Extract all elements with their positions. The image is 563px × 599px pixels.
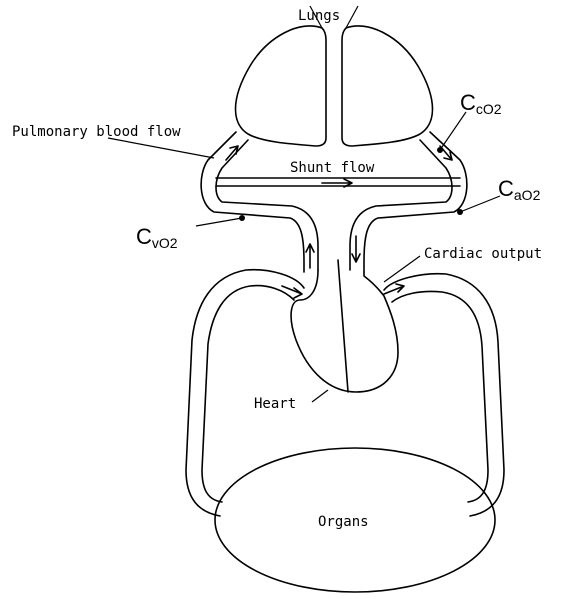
organs-label: Organs xyxy=(318,514,369,530)
cvo2-label: CvO2 xyxy=(136,224,178,251)
pulmonary-flow-leader xyxy=(108,138,214,158)
heart-arrow-right xyxy=(352,236,360,262)
trachea-right xyxy=(346,6,358,28)
cao2-leader xyxy=(460,196,500,212)
heart-arrow-left xyxy=(306,244,314,268)
systemic-left-inner xyxy=(202,286,294,502)
systemic-left-outer xyxy=(186,270,304,516)
systemic-right-outer xyxy=(384,274,504,516)
shunt-flow-label: Shunt flow xyxy=(290,160,375,176)
heart-outline xyxy=(291,270,398,392)
cco2-leader xyxy=(440,112,466,150)
right-lung xyxy=(342,26,433,146)
systemic-arrow-right xyxy=(384,284,404,294)
lungs-label: Lungs xyxy=(298,8,340,24)
systemic-arrow-left xyxy=(282,286,302,298)
systemic-right-inner xyxy=(392,291,488,502)
heart-label: Heart xyxy=(254,396,296,412)
left-lung xyxy=(236,26,327,146)
cardiac-output-label: Cardiac output xyxy=(424,246,542,262)
cco2-label: CcO2 xyxy=(460,90,502,117)
pulmonary-loop-outer xyxy=(201,132,304,272)
heart-septum xyxy=(338,260,348,392)
heart-leader xyxy=(312,390,328,402)
cardiac-output-leader xyxy=(384,256,420,282)
pulmonary-blood-flow-label: Pulmonary blood flow xyxy=(12,124,181,140)
cvo2-leader xyxy=(196,218,242,226)
cao2-label: CaO2 xyxy=(498,176,541,203)
